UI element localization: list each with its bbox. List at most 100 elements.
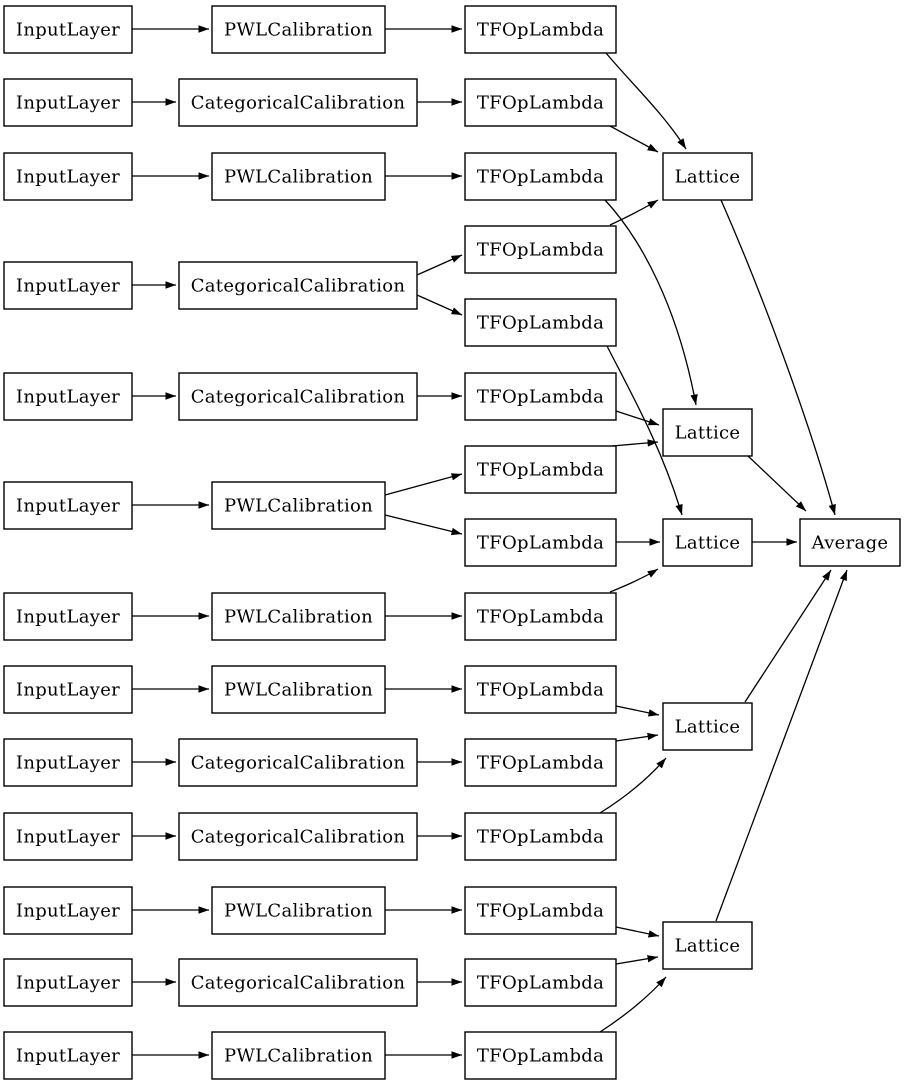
node-label: InputLayer bbox=[16, 93, 120, 114]
node-box bbox=[464, 592, 617, 641]
node-box bbox=[464, 738, 617, 787]
node-box bbox=[662, 702, 753, 751]
node-label: TFOpLambda bbox=[477, 827, 604, 848]
node-box bbox=[3, 738, 133, 787]
node-label: CategoricalCalibration bbox=[191, 753, 406, 774]
edge-t2-l1 bbox=[609, 125, 659, 153]
edge-t15-l5 bbox=[599, 976, 667, 1033]
node-box bbox=[3, 5, 133, 54]
node-box bbox=[464, 1031, 617, 1080]
node-label: InputLayer bbox=[16, 827, 120, 848]
edge-t4-l1 bbox=[609, 199, 659, 226]
node-box bbox=[3, 812, 133, 861]
edge-t14-l5 bbox=[615, 955, 659, 965]
node-box bbox=[464, 665, 617, 714]
node-inputlayer-10: InputLayer bbox=[3, 812, 133, 861]
node-label: TFOpLambda bbox=[477, 973, 604, 994]
node-tfoplambda-3: TFOpLambda bbox=[464, 152, 617, 201]
node-box bbox=[464, 518, 617, 567]
node-average: Average bbox=[799, 518, 901, 567]
node-box bbox=[464, 5, 617, 54]
edge-l5-a1 bbox=[715, 569, 848, 922]
node-categoricalcalibration-3: CategoricalCalibration bbox=[178, 372, 418, 421]
edge-c4-t5 bbox=[416, 294, 463, 316]
node-inputlayer-11: InputLayer bbox=[3, 886, 133, 935]
node-label: InputLayer bbox=[16, 901, 120, 922]
node-lattice-1: Lattice bbox=[662, 152, 753, 201]
node-inputlayer-5: InputLayer bbox=[3, 372, 133, 421]
node-label: Average bbox=[811, 533, 889, 554]
node-box bbox=[662, 921, 753, 970]
node-label: InputLayer bbox=[16, 20, 120, 41]
edge-l1-a1 bbox=[720, 199, 836, 516]
node-label: CategoricalCalibration bbox=[191, 93, 406, 114]
edge-c6-t7 bbox=[384, 473, 463, 496]
node-pwlcalibration-2: PWLCalibration bbox=[211, 152, 386, 201]
node-box bbox=[3, 261, 133, 310]
node-tfoplambda-8: TFOpLambda bbox=[464, 518, 617, 567]
edge-t7-l2 bbox=[611, 439, 659, 447]
node-label: TFOpLambda bbox=[477, 607, 604, 628]
node-box bbox=[464, 225, 617, 274]
node-box bbox=[211, 1031, 386, 1080]
edges-layer bbox=[132, 25, 848, 1059]
node-categoricalcalibration-6: CategoricalCalibration bbox=[178, 958, 418, 1007]
node-label: InputLayer bbox=[16, 167, 120, 188]
node-box bbox=[211, 152, 386, 201]
node-box bbox=[178, 738, 418, 787]
node-label: Lattice bbox=[675, 936, 741, 957]
node-box bbox=[3, 665, 133, 714]
node-box bbox=[211, 592, 386, 641]
node-label: CategoricalCalibration bbox=[191, 387, 406, 408]
node-box bbox=[178, 372, 418, 421]
node-box bbox=[178, 261, 418, 310]
node-pwlcalibration-5: PWLCalibration bbox=[211, 665, 386, 714]
node-label: InputLayer bbox=[16, 607, 120, 628]
node-categoricalcalibration-2: CategoricalCalibration bbox=[178, 261, 418, 310]
node-box bbox=[662, 518, 753, 567]
node-label: TFOpLambda bbox=[477, 1046, 604, 1067]
edge-t10-l4 bbox=[615, 705, 660, 717]
node-box bbox=[178, 78, 418, 127]
node-inputlayer-2: InputLayer bbox=[3, 78, 133, 127]
edge-t13-l5 bbox=[615, 926, 660, 938]
node-label: InputLayer bbox=[16, 973, 120, 994]
node-label: TFOpLambda bbox=[477, 240, 604, 261]
node-box bbox=[3, 372, 133, 421]
node-label: InputLayer bbox=[16, 276, 120, 297]
node-box bbox=[3, 958, 133, 1007]
node-pwlcalibration-4: PWLCalibration bbox=[211, 592, 386, 641]
edge-c4-t4 bbox=[416, 254, 463, 276]
node-tfoplambda-15: TFOpLambda bbox=[464, 1031, 617, 1080]
node-inputlayer-7: InputLayer bbox=[3, 592, 133, 641]
node-tfoplambda-6: TFOpLambda bbox=[464, 372, 617, 421]
node-box bbox=[178, 958, 418, 1007]
node-label: PWLCalibration bbox=[224, 901, 373, 922]
node-box bbox=[464, 78, 617, 127]
node-label: TFOpLambda bbox=[477, 901, 604, 922]
node-label: TFOpLambda bbox=[477, 167, 604, 188]
node-label: PWLCalibration bbox=[224, 167, 373, 188]
node-box bbox=[211, 5, 386, 54]
node-pwlcalibration-3: PWLCalibration bbox=[211, 481, 386, 530]
node-label: InputLayer bbox=[16, 680, 120, 701]
edge-c6-t8 bbox=[384, 514, 463, 536]
nodes-layer: InputLayer InputLayer InputLayer InputLa… bbox=[3, 5, 901, 1080]
node-label: PWLCalibration bbox=[224, 20, 373, 41]
node-tfoplambda-11: TFOpLambda bbox=[464, 738, 617, 787]
node-label: CategoricalCalibration bbox=[191, 827, 406, 848]
node-categoricalcalibration-4: CategoricalCalibration bbox=[178, 738, 418, 787]
node-label: PWLCalibration bbox=[224, 1046, 373, 1067]
node-tfoplambda-1: TFOpLambda bbox=[464, 5, 617, 54]
node-box bbox=[3, 78, 133, 127]
node-box bbox=[3, 886, 133, 935]
edge-l4-a1 bbox=[744, 569, 832, 703]
edge-l2-a1 bbox=[747, 455, 807, 512]
node-inputlayer-4: InputLayer bbox=[3, 261, 133, 310]
node-box bbox=[464, 152, 617, 201]
node-box bbox=[464, 812, 617, 861]
node-box bbox=[3, 481, 133, 530]
node-box bbox=[3, 1031, 133, 1080]
edge-t9-l3 bbox=[609, 568, 659, 593]
node-label: TFOpLambda bbox=[477, 460, 604, 481]
